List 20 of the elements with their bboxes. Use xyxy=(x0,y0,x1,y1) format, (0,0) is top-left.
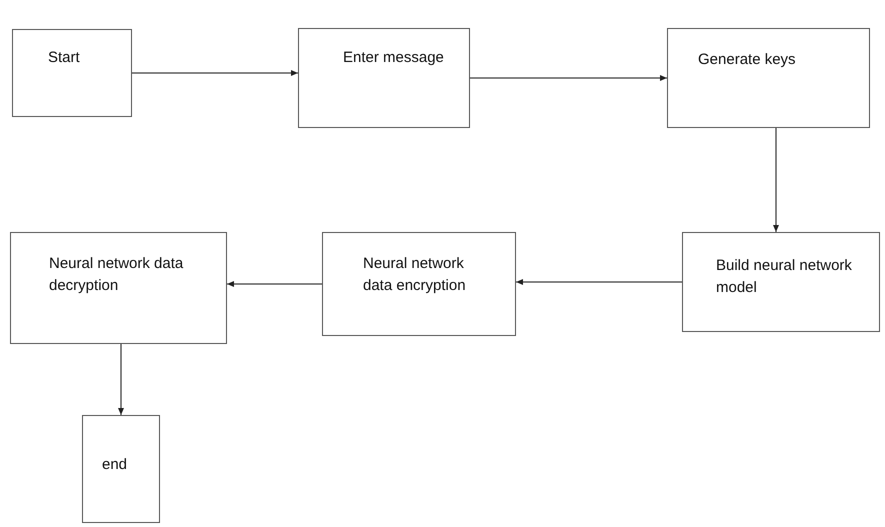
node-label: Neural network data encryption xyxy=(363,254,467,296)
node-label: Enter message xyxy=(343,48,444,68)
node-label: end xyxy=(102,455,128,475)
node-label: Build neural network model xyxy=(716,256,853,298)
process-box xyxy=(298,28,470,128)
arrow xyxy=(470,75,668,81)
process-box xyxy=(12,29,132,117)
process-box xyxy=(667,28,870,128)
node-label: Neural network data decryption xyxy=(49,254,184,296)
arrow xyxy=(516,279,682,285)
arrow xyxy=(226,281,322,287)
node-label: Start xyxy=(48,48,80,68)
arrow xyxy=(118,344,124,416)
arrow xyxy=(773,128,779,232)
process-box xyxy=(82,415,160,523)
process-box xyxy=(682,232,880,332)
node-label: Generate keys xyxy=(698,50,796,70)
process-box xyxy=(10,232,227,344)
arrow xyxy=(132,70,298,76)
process-box xyxy=(322,232,516,336)
